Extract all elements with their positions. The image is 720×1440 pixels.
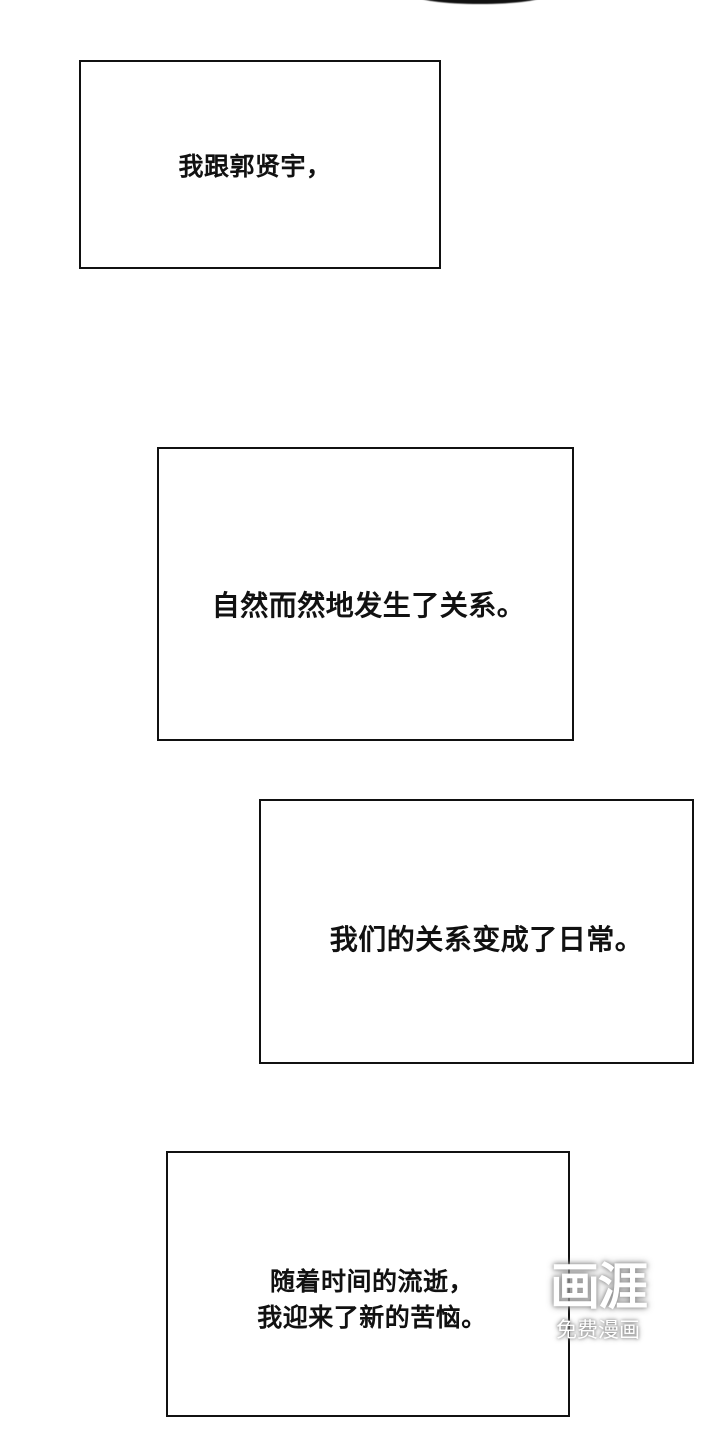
watermark-logo: 画涯: [550, 1258, 648, 1316]
partial-illustration-arc: [415, 0, 545, 4]
watermark-subtitle: 免费漫画: [556, 1318, 640, 1342]
caption-text: 自然而然地发生了关系。: [211, 589, 526, 622]
caption-panel-4: 随着时间的流逝， 我迎来了新的苦恼。: [166, 1151, 570, 1417]
caption-panel-1: 我跟郭贤宇，: [79, 60, 441, 269]
watermark: 画涯 免费漫画: [538, 1258, 658, 1358]
caption-text: 随着时间的流逝， 我迎来了新的苦恼。: [257, 1267, 487, 1332]
caption-panel-2: 自然而然地发生了关系。: [157, 447, 574, 741]
caption-text: 我跟郭贤宇，: [178, 151, 332, 181]
caption-panel-3: 我们的关系变成了日常。: [259, 799, 694, 1064]
caption-text: 我们的关系变成了日常。: [329, 922, 644, 956]
